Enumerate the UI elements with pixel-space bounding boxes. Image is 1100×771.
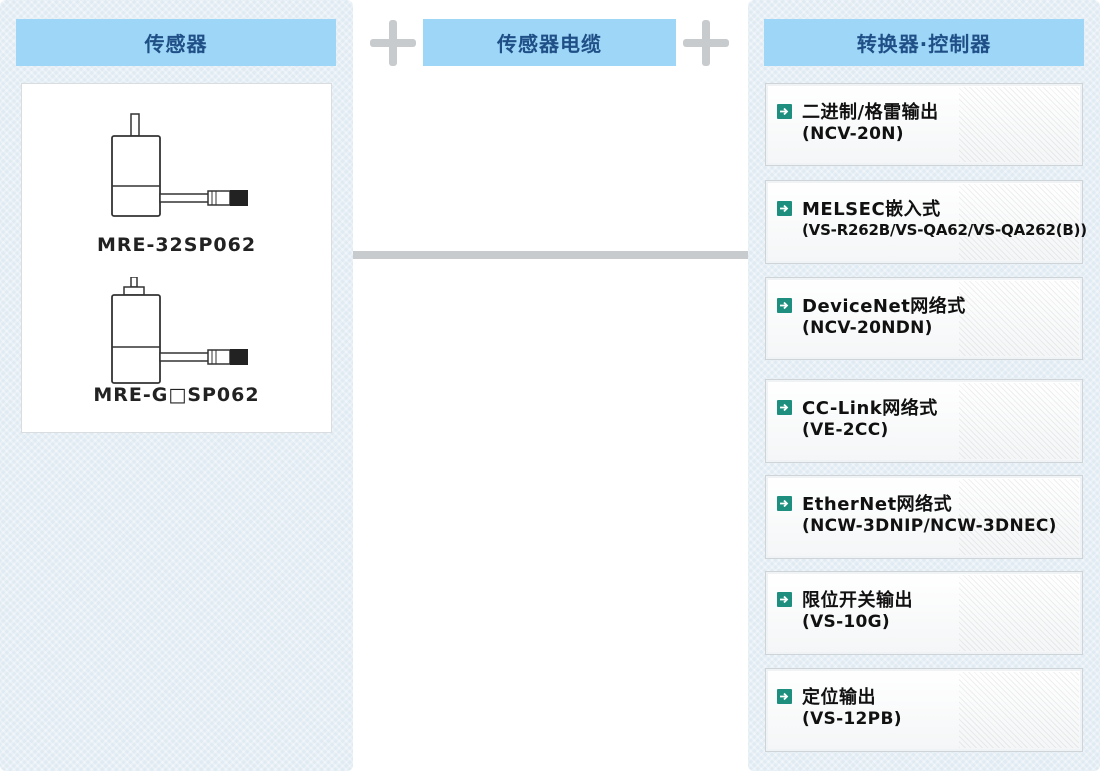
rotary-encoder-image[interactable] [102, 276, 262, 397]
arrow-right-icon [777, 201, 792, 216]
converter-item-positioning[interactable]: 定位输出 (VS-12PB) [765, 668, 1083, 752]
converter-title: 限位开关输出 [802, 590, 913, 611]
converter-model: (NCV-20NDN) [802, 318, 933, 338]
converter-title: CC-Link网络式 [802, 398, 938, 419]
converter-item-ethernet[interactable]: EtherNet网络式 (NCW-3DNIP/NCW-3DNEC) [765, 475, 1083, 559]
sensor-header: 传感器 [16, 19, 336, 66]
cable-header: 传感器电缆 [423, 19, 676, 66]
arrow-right-icon [777, 104, 792, 119]
converter-title: MELSEC嵌入式 [802, 199, 941, 220]
converter-model: (NCW-3DNIP/NCW-3DNEC) [802, 516, 1057, 536]
arrow-right-icon [777, 592, 792, 607]
arrow-right-icon [777, 298, 792, 313]
converter-model: (VE-2CC) [802, 420, 889, 440]
sensor-card: MRE-32SP062 MRE-G□SP062 [21, 83, 332, 433]
plus-icon [683, 20, 729, 66]
converter-item-devicenet[interactable]: DeviceNet网络式 (NCV-20NDN) [765, 277, 1083, 360]
plus-icon [370, 20, 416, 66]
rotary-encoder-image[interactable] [102, 112, 262, 232]
converter-item-cc-link[interactable]: CC-Link网络式 (VE-2CC) [765, 379, 1083, 463]
arrow-right-icon [777, 689, 792, 704]
arrow-right-icon [777, 400, 792, 415]
cable-connector-line [353, 251, 748, 259]
converter-title: DeviceNet网络式 [802, 296, 966, 317]
converter-item-binary-gray[interactable]: 二进制/格雷输出 (NCV-20N) [765, 83, 1083, 166]
sensor-model-label: MRE-32SP062 [96, 234, 257, 256]
converter-model: (NCV-20N) [802, 124, 904, 144]
converter-title: 定位输出 [802, 687, 876, 708]
converter-model: (VS-12PB) [802, 709, 902, 729]
converter-title: EtherNet网络式 [802, 494, 953, 515]
converter-model: (VS-10G) [802, 612, 891, 632]
converter-header: 转换器·控制器 [764, 19, 1084, 66]
sensor-model-label: MRE-G□SP062 [93, 384, 260, 406]
arrow-right-icon [777, 496, 792, 511]
converter-model: (VS-R262B/VS-QA62/VS-QA262(B)) [802, 221, 1087, 239]
converter-title: 二进制/格雷输出 [802, 102, 939, 123]
converter-item-limit-switch[interactable]: 限位开关输出 (VS-10G) [765, 571, 1083, 655]
converter-item-melsec[interactable]: MELSEC嵌入式 (VS-R262B/VS-QA62/VS-QA262(B)) [765, 180, 1087, 264]
